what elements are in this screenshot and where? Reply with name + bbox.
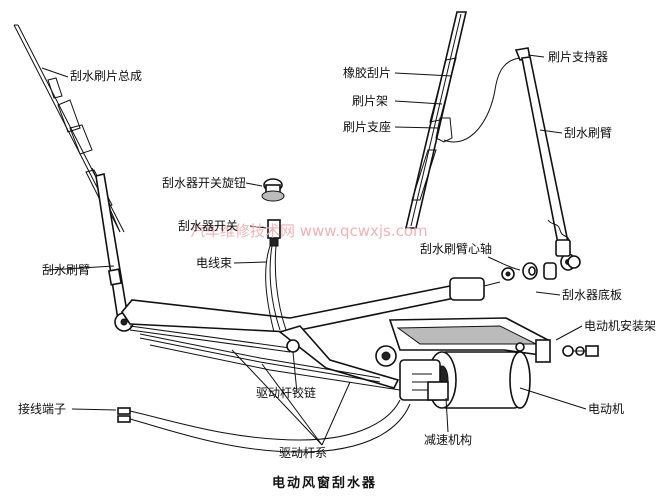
label-rubber-blade: 橡胶刮片 [343,65,391,80]
leader-lines [41,54,587,446]
label-drive-link-hinge: 驱动杆铰链 [256,385,316,400]
label-motor-bracket: 电动机安装架 [584,318,656,333]
switch-assembly [261,178,287,333]
label-wiper-base-plate: 刮水器底板 [562,287,622,302]
label-wiper-arm-right: 刮水刷臂 [564,126,612,140]
label-wiper-arm-left: 刮水刷臂 [42,263,90,277]
motor-bracket-parts [562,345,599,357]
label-wiper-switch: 刮水器开关 [178,219,238,233]
label-blade-mount: 刷片支座 [343,119,391,134]
drive-linkage-bars [121,277,501,391]
label-drive-linkage: 驱动杆系 [279,446,327,460]
watermark: 汽车维修技术网 www.qcwxjs.com [190,222,428,240]
diagram-caption: 电动风窗刮水器 [272,475,377,491]
label-blade-frame: 刷片架 [352,94,388,108]
label-wire-harness: 电线束 [196,256,232,270]
label-reduction-gear: 减速机构 [424,432,472,447]
wiper-base-plate [388,317,551,363]
right-wiper-arm [514,47,581,269]
motor-assembly [375,345,531,409]
label-wiper-switch-knob: 刮水器开关旋钮 [162,175,246,190]
label-motor: 电动机 [588,402,624,416]
terminal-wiring [117,399,411,453]
right-wiper-blade [404,11,521,229]
label-arm-pivot-shaft: 刮水刷臂心轴 [420,241,492,256]
label-blade-holder: 刷片支持器 [548,49,608,64]
label-wiper-blade-assembly: 刮水刷片总成 [70,69,142,83]
label-terminal: 接线端子 [18,401,66,416]
pivot-shaft-parts [501,253,576,281]
